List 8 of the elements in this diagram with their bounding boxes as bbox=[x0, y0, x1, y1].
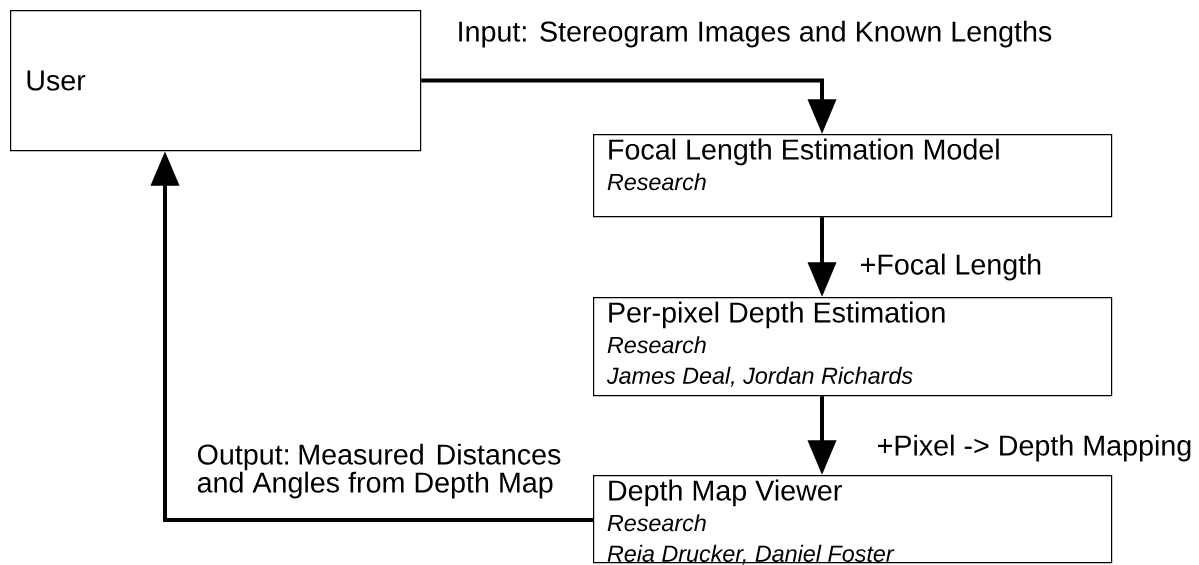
process-box: Depth Map Viewer Research Reia Drucker, Daniel Foster bbox=[593, 475, 1113, 565]
process-box: Focal Length Estimation Model Research bbox=[593, 134, 1113, 218]
edge-label: Input: Stereogram Images and Known Lengths bbox=[455, 19, 1054, 49]
edge-label: +Pixel -> Depth Mapping bbox=[875, 433, 1194, 463]
user-box: User bbox=[10, 10, 422, 152]
process-box: Per-pixel Depth Estimation Research James Deal, Jordan Richards bbox=[593, 297, 1113, 397]
edge-label: +Focal Length bbox=[858, 252, 1044, 282]
edge-label: Output: Measured Distances and Angles from Depth Map bbox=[195, 442, 576, 500]
